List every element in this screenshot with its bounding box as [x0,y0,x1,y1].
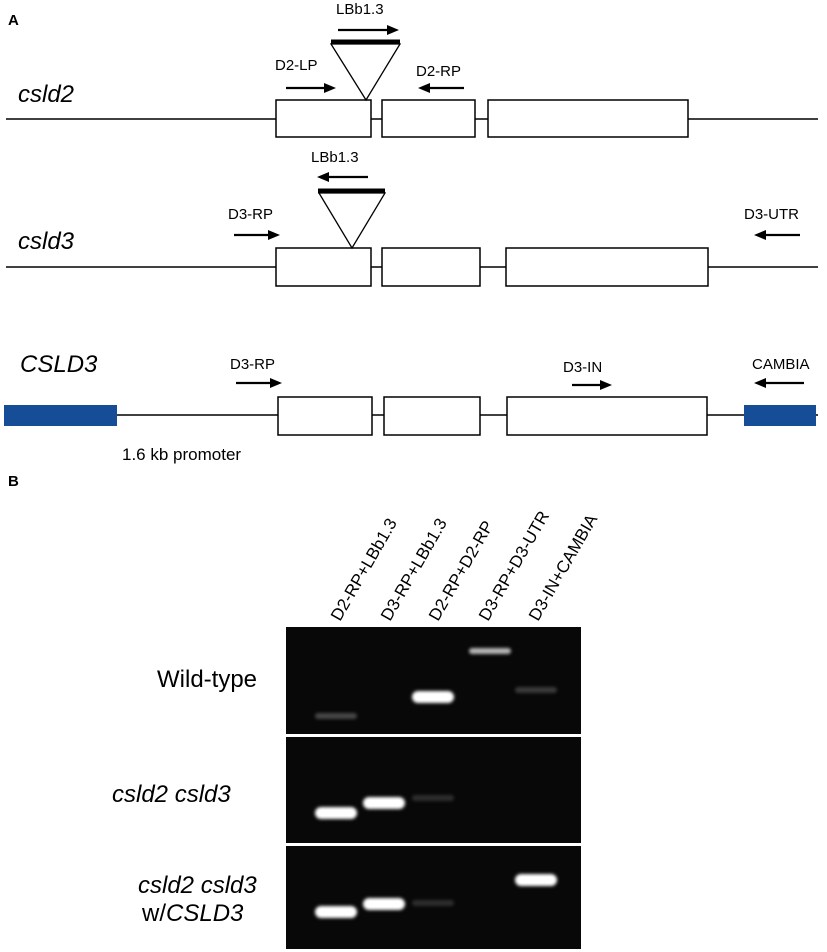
panel-a-label: A [8,12,19,29]
CSLD3-exon-3 [506,396,708,436]
CSLD3-cambia-label: CAMBIA [752,356,810,373]
row-label-wild-type: Wild-type [157,666,257,693]
csld2-exon-2 [381,99,476,138]
row-label-complemented-line1: csld2 csld3 [138,872,257,899]
CSLD3-in-arrowhead [600,380,612,390]
CSLD3-rp-label: D3-RP [230,356,275,373]
CSLD3-promoter-label: 1.6 kb promoter [122,445,241,464]
csld3-exon-3 [505,247,709,287]
row-label-complemented-gene: CSLD3 [166,900,244,927]
csld2-tdna-insertion [329,43,402,102]
csld2-lp-arrowhead [324,83,336,93]
gel-band-core-row3-lane1 [319,909,353,915]
csld3-gene-name: csld3 [18,228,75,255]
csld3-rp-label: D3-RP [228,206,273,223]
CSLD3-gene-name: CSLD3 [20,351,98,378]
row-label-double-mutant: csld2 csld3 [112,781,231,808]
gel-panel-complemented [286,846,581,949]
CSLD3-vector-left [4,405,117,426]
csld3-rp-arrowhead [268,230,280,240]
gel-band-core-row2-lane2 [367,800,401,806]
CSLD3-in-label: D3-IN [563,359,602,376]
csld2-lp-label: D2-LP [275,57,318,74]
CSLD3-cambia-arrowhead [754,378,766,388]
row-label-complemented-line2: w/CSLD3 [141,900,244,927]
csld2-lbb-arrowhead [387,25,399,35]
CSLD3-exon-2 [383,396,481,436]
csld2-gene-model: csld2 LBb1.3 D2-LP D2-RP [6,1,818,138]
gel-band-row1-lane1 [315,713,357,719]
gel-band-core-row2-lane1 [319,810,353,816]
gel-lane-labels: D2-RP+LBb1.3 D3-RP+LBb1.3 D2-RP+D2-RP D3… [327,508,602,624]
gel-panel-double-mutant [286,737,581,843]
csld3-lbb-label: LBb1.3 [311,149,359,166]
csld2-exon-3 [487,99,689,138]
gel-bands [315,648,557,918]
gel-band-row2-lane3 [412,795,454,801]
csld3-exon-1 [275,247,372,287]
gel-band-row3-lane3 [412,900,454,906]
gel-image [286,627,581,949]
csld3-exon-2 [381,247,481,287]
panel-b-label: B [8,473,19,490]
CSLD3-rp-arrowhead [270,378,282,388]
gel-band-core-row1-lane3 [416,694,450,700]
csld3-utr-label: D3-UTR [744,206,799,223]
gel-band-row1-lane5 [515,687,557,693]
csld2-rp-label: D2-RP [416,63,461,80]
gel-row-labels: Wild-type csld2 csld3 csld2 csld3 w/CSLD… [112,666,257,927]
csld3-lbb-arrowhead [317,172,329,182]
csld3-tdna-insertion [317,192,387,250]
gel-band-core-row3-lane5 [519,877,553,883]
CSLD3-construct: CSLD3 D3-RP D3-IN CAMBIA 1.6 kb promoter [4,351,818,464]
csld3-utr-arrowhead [754,230,766,240]
csld2-lbb-label: LBb1.3 [336,1,384,18]
gel-band-row1-lane4 [469,648,511,654]
gel-band-core-row3-lane2 [367,901,401,907]
CSLD3-vector-right [744,405,816,426]
row-label-complemented-prefix: w/ [141,900,166,927]
csld3-gene-model: csld3 LBb1.3 D3-RP D3-UTR [6,149,818,287]
csld2-exon-1 [275,99,372,138]
csld2-gene-name: csld2 [18,81,74,108]
csld2-rp-arrowhead [418,83,430,93]
CSLD3-exon-1 [277,396,373,436]
